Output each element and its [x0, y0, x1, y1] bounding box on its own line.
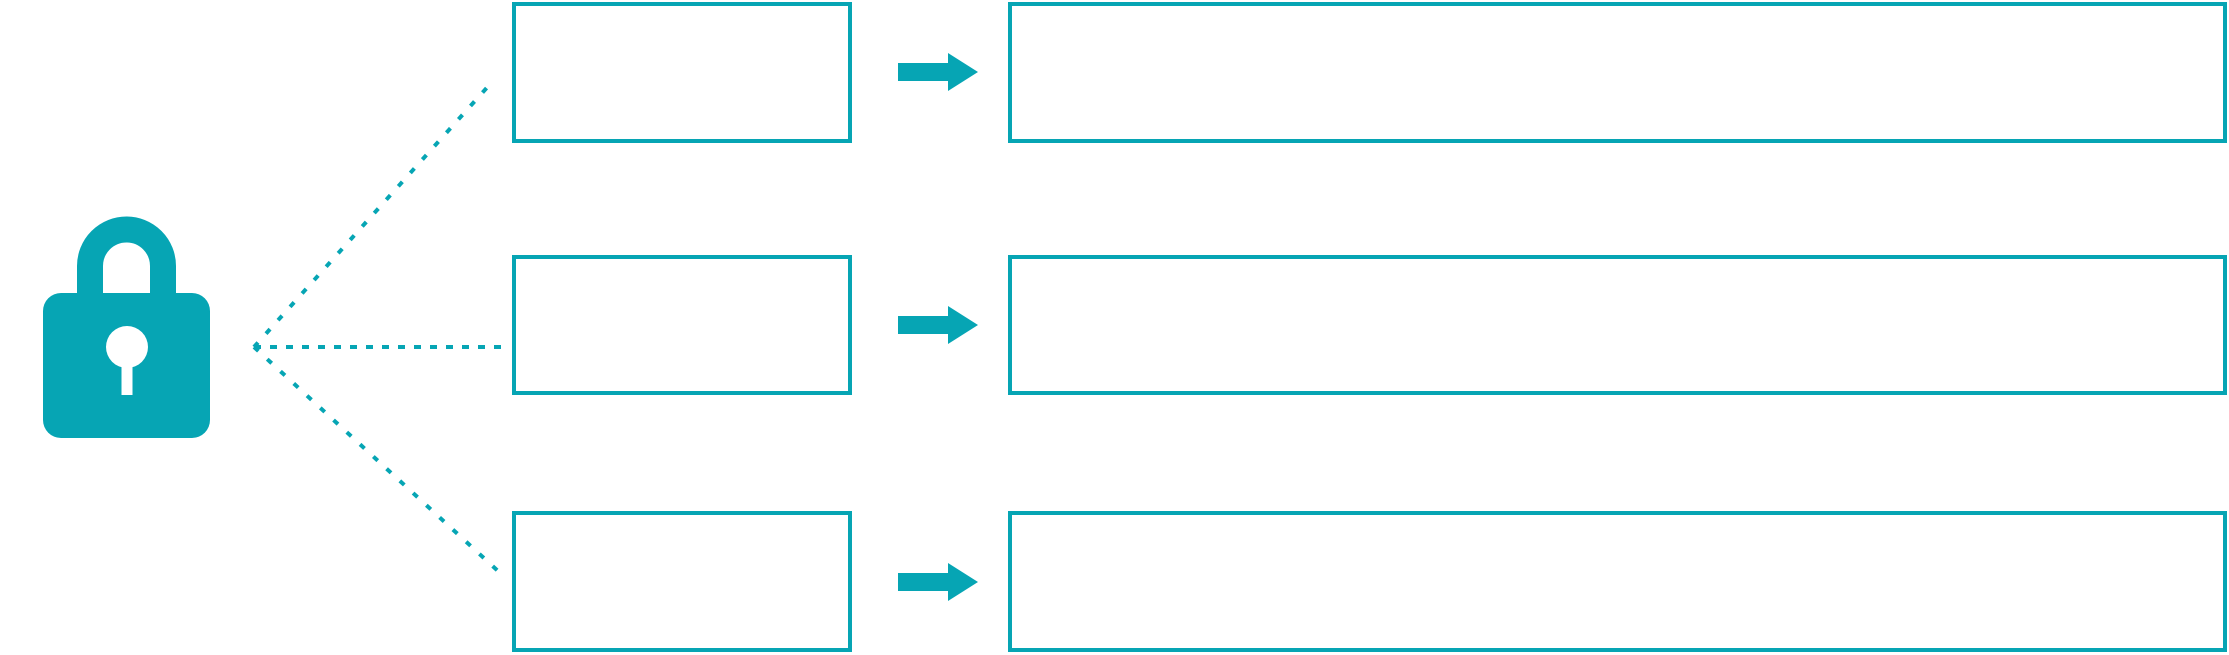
connector-line-bottom [252, 345, 500, 573]
description-box-3 [1008, 511, 2227, 652]
lock-keyhole-stem [121, 347, 133, 395]
label-box-1 [512, 2, 852, 143]
arrow-icons [898, 53, 978, 601]
right-arrow-icon [898, 563, 978, 601]
label-box-3 [512, 511, 852, 652]
label-box-2 [512, 255, 852, 395]
connector-lines [252, 80, 503, 573]
connector-line-top [252, 80, 494, 349]
right-arrow-icon [898, 53, 978, 91]
description-box-2 [1008, 255, 2227, 395]
description-box-1 [1008, 2, 2227, 143]
lock-shackle [77, 216, 176, 295]
right-arrow-icon [898, 306, 978, 344]
lock-icon [43, 216, 210, 438]
